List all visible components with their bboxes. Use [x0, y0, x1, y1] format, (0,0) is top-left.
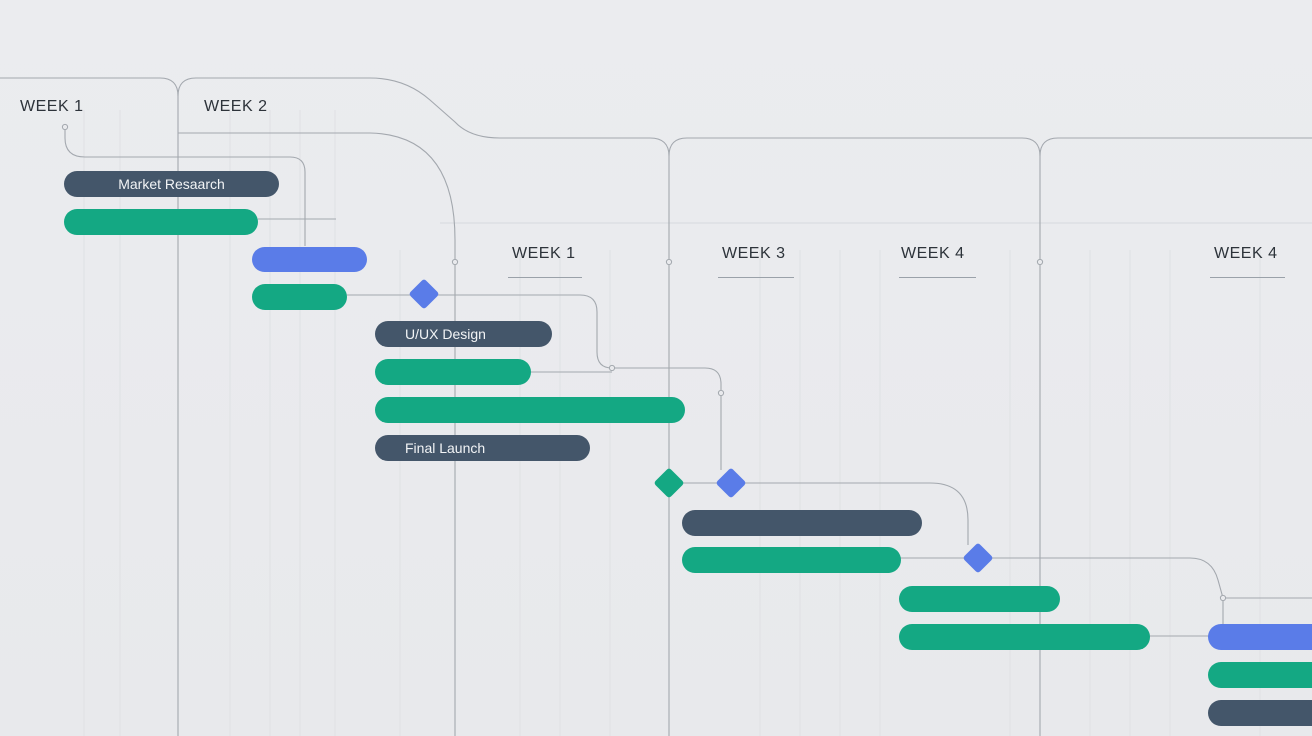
week-label: WEEK 3 [722, 245, 786, 262]
task-bar[interactable] [1208, 624, 1312, 650]
task-bar-final-launch[interactable]: Final Launch [375, 435, 590, 461]
task-bar-market-research[interactable]: Market Resaarch [64, 171, 279, 197]
task-bar[interactable] [1208, 662, 1312, 688]
task-bar[interactable] [252, 284, 347, 310]
task-bar[interactable] [682, 547, 901, 573]
task-label: U/UX Design [405, 326, 486, 342]
week-label: WEEK 1 [512, 245, 576, 262]
task-bar[interactable] [899, 624, 1150, 650]
task-bar[interactable] [252, 247, 367, 272]
task-bar[interactable] [1208, 700, 1312, 726]
connector-dots [61, 123, 1227, 602]
grid-lines [83, 110, 1261, 736]
week-underline [718, 277, 794, 278]
week-underline [1210, 277, 1285, 278]
task-bar[interactable] [375, 359, 531, 385]
week-underline [508, 277, 582, 278]
week-label: WEEK 1 [20, 98, 84, 115]
task-label: Market Resaarch [118, 176, 225, 192]
task-bar[interactable] [64, 209, 258, 235]
task-bar[interactable] [899, 586, 1060, 612]
task-bar-ux-design[interactable]: U/UX Design [375, 321, 552, 347]
week-underline [899, 277, 976, 278]
week-label: WEEK 4 [901, 245, 965, 262]
task-bar[interactable] [375, 397, 685, 423]
task-bar[interactable] [682, 510, 922, 536]
week-label: WEEK 4 [1214, 245, 1278, 262]
task-label: Final Launch [405, 440, 486, 456]
week-label: WEEK 2 [204, 98, 268, 115]
timeline-curves [0, 77, 1312, 736]
